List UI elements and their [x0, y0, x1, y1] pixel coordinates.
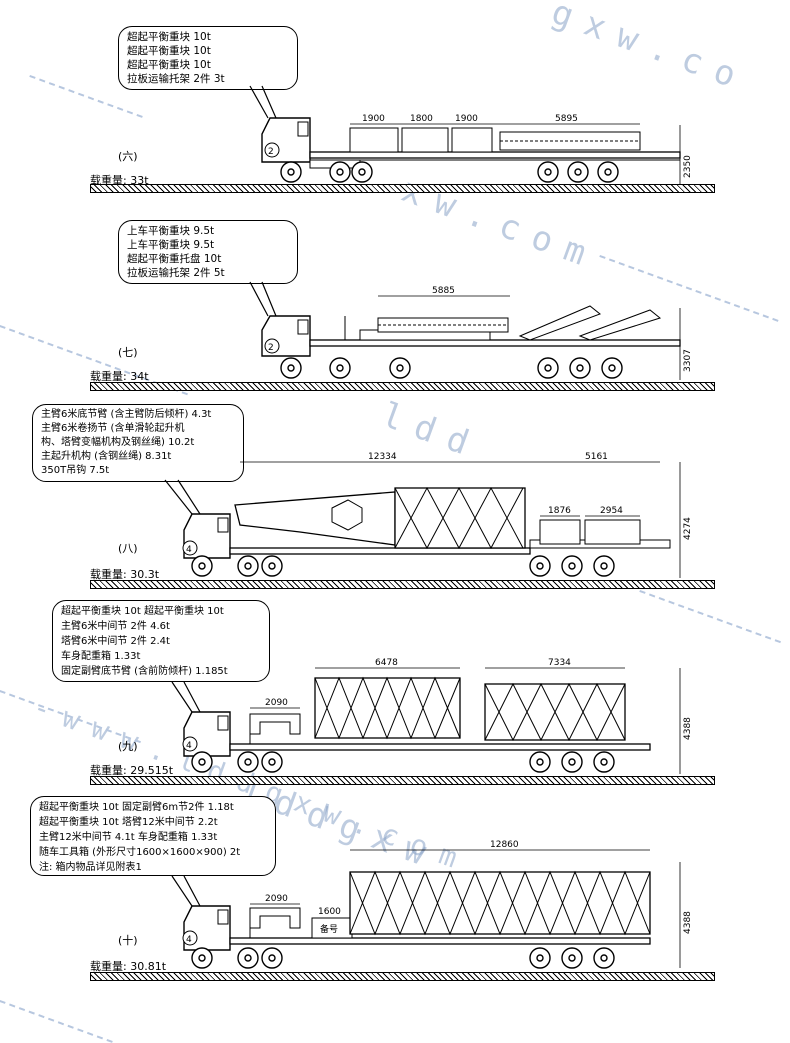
dimension-label: 2090	[265, 894, 288, 904]
axle-badge-number: 4	[186, 741, 192, 751]
dimension-label: 5885	[432, 286, 455, 296]
callout-line: 拉板运输托架 2件 3t	[127, 73, 225, 85]
dimension-label: 5161	[585, 452, 608, 462]
dimension-label: 1800	[410, 114, 433, 124]
callout-line: 超起平衡重块 10t 超起平衡重块 10t	[61, 606, 224, 617]
callout-line: 车身配重箱 1.33t	[61, 651, 141, 662]
axle-badge	[264, 142, 280, 158]
height-dimension: 2350	[683, 155, 693, 178]
dimension-label: 1900	[362, 114, 385, 124]
load-callout: 超起平衡重块 10t 超起平衡重块 10t 超起平衡重块 10t 拉板运输托架 …	[118, 26, 298, 90]
dimension-label: 5895	[555, 114, 578, 124]
load-weight: 载重量: 34t	[90, 370, 149, 383]
callout-line: 随车工具箱 (外形尺寸1600×1600×900) 2t	[39, 847, 241, 858]
axle-badge	[182, 930, 198, 946]
dimension-label: 6478	[375, 658, 398, 668]
truck-diagram: 2 5885 3307	[249, 281, 693, 380]
ground-line	[90, 972, 715, 981]
axle-badge	[264, 338, 280, 354]
ground-line	[90, 184, 715, 193]
dimension-label: 1600	[318, 907, 341, 917]
truck-diagram: 4 6478 7334 2090 4388	[171, 658, 693, 774]
callout-line: 超起平衡重块 10t 固定副臂6m节2件 1.18t	[39, 802, 234, 813]
axle-badge	[182, 736, 198, 752]
callout-line: 主臂6米中间节 2件 4.6t	[61, 621, 170, 632]
dimension-label: 2090	[265, 698, 288, 708]
panel-label: (七)	[118, 346, 138, 359]
axle-badge-number: 2	[268, 343, 274, 353]
transport-panel-9: 超起平衡重块 10t 超起平衡重块 10t 主臂6米中间节 2件 4.6t 塔臂…	[52, 600, 715, 785]
callout-line: 超起平衡重托盘 10t	[127, 253, 222, 265]
panel-label: (十)	[118, 934, 138, 947]
load-callout: 上车平衡重块 9.5t 上车平衡重块 9.5t 超起平衡重托盘 10t 拉板运输…	[118, 220, 298, 284]
axle-badge-number: 4	[186, 545, 192, 555]
transport-panel-7: 上车平衡重块 9.5t 上车平衡重块 9.5t 超起平衡重托盘 10t 拉板运输…	[0, 0, 790, 400]
callout-line: 主臂6米卷扬节 (含单滑轮起升机	[41, 423, 185, 434]
load-callout: 主臂6米底节臂 (含主臂防后倾杆) 4.3t 主臂6米卷扬节 (含单滑轮起升机 …	[32, 404, 244, 482]
dimension-label: 12334	[368, 452, 397, 462]
load-weight: 载重量: 33t	[90, 174, 149, 187]
panel-label: (六)	[118, 150, 138, 163]
load-weight: 载重量: 30.81t	[90, 960, 167, 973]
axle-badge-number: 2	[268, 147, 274, 157]
callout-line: 拉板运输托架 2件 5t	[127, 267, 225, 279]
height-dimension: 4274	[683, 517, 693, 540]
height-dimension: 3307	[683, 349, 693, 372]
callout-line: 构、塔臂变幅机构及钢丝绳) 10.2t	[41, 437, 195, 448]
ground-line	[90, 382, 715, 391]
callout-line: 上车平衡重块 9.5t	[127, 239, 215, 251]
callout-line: 注: 箱内物品详见附表1	[39, 862, 142, 873]
box-label: 备号	[320, 923, 338, 935]
panel-label: (八)	[118, 542, 138, 555]
load-weight: 载重量: 29.515t	[90, 764, 174, 777]
truck-diagram: 2 1900 1800 1900 5895 2350	[249, 85, 693, 185]
dimension-label: 7334	[548, 658, 571, 668]
transport-panel-8: 主臂6米底节臂 (含主臂防后倾杆) 4.3t 主臂6米卷扬节 (含单滑轮起升机 …	[32, 404, 715, 589]
dimension-label: 12860	[490, 840, 519, 850]
axle-badge-number: 4	[186, 935, 192, 945]
height-dimension: 4388	[683, 911, 693, 934]
dimension-label: 1876	[548, 506, 571, 516]
callout-line: 上车平衡重块 9.5t	[127, 225, 215, 237]
callout-line: 主臂6米底节臂 (含主臂防后倾杆) 4.3t	[41, 409, 212, 420]
dimension-label: 2954	[600, 506, 623, 516]
callout-line: 主起升机构 (含钢丝绳) 8.31t	[41, 451, 172, 462]
callout-line: 超起平衡重块 10t	[127, 59, 211, 71]
load-callout: 超起平衡重块 10t 固定副臂6m节2件 1.18t 超起平衡重块 10t 塔臂…	[30, 796, 276, 876]
ground-line	[90, 776, 715, 785]
load-callout: 超起平衡重块 10t 超起平衡重块 10t 主臂6米中间节 2件 4.6t 塔臂…	[52, 600, 270, 682]
dimension-label: 1900	[455, 114, 478, 124]
height-dimension: 4388	[683, 717, 693, 740]
transport-panel-6: 超起平衡重块 10t 超起平衡重块 10t 超起平衡重块 10t 拉板运输托架 …	[0, 0, 790, 200]
panel-label: (九)	[118, 740, 138, 753]
truck-diagram: 4 12334 5161 1876 2954 4274	[164, 452, 693, 578]
callout-line: 超起平衡重块 10t	[127, 45, 211, 57]
callout-line: 超起平衡重块 10t	[127, 31, 211, 43]
axle-badge	[182, 540, 198, 556]
load-weight: 载重量: 30.3t	[90, 568, 160, 581]
ground-line	[90, 580, 715, 589]
callout-line: 主臂12米中间节 4.1t 车身配重箱 1.33t	[39, 832, 218, 843]
callout-line: 超起平衡重块 10t 塔臂12米中间节 2.2t	[39, 817, 218, 828]
callout-line: 固定副臂底节臂 (含前防倾杆) 1.185t	[61, 666, 228, 677]
callout-line: 塔臂6米中间节 2件 2.4t	[61, 636, 170, 647]
callout-line: 350T吊钩 7.5t	[41, 465, 110, 476]
